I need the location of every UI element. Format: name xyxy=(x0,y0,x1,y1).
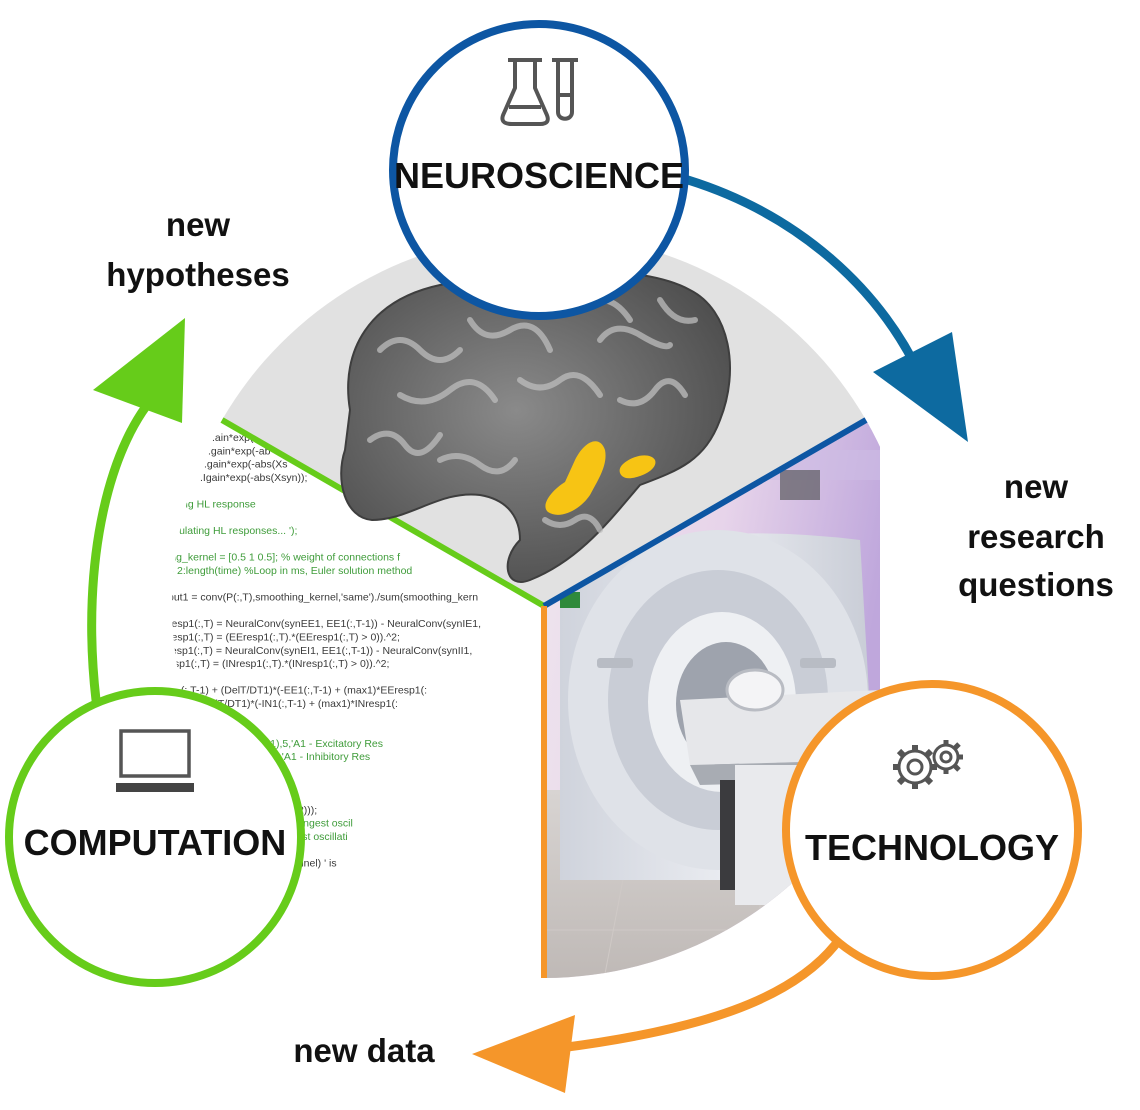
computation-label: COMPUTATION xyxy=(24,822,287,863)
label-new-data: new data xyxy=(293,1032,435,1069)
code-line: resp1(:,T) = (EEresp1(:,T).*(EEresp1(:,T… xyxy=(168,632,400,644)
divider-neuroscience xyxy=(542,417,868,609)
code-line: .gain*exp(-abs(Xs xyxy=(204,459,287,471)
code-line: esp1(:,T) = (INresp1(:,T).*(INresp1(:,T)… xyxy=(168,658,389,670)
new-data-label: new data xyxy=(293,1032,435,1069)
new-research-questions-line-3: questions xyxy=(958,566,1114,603)
node-computation: COMPUTATION xyxy=(5,687,305,987)
label-new-hypotheses: new hypotheses xyxy=(106,206,289,293)
label-new-research-questions: new research questions xyxy=(958,468,1114,603)
laptop-icon xyxy=(116,729,194,792)
code-line: .Igain*exp(-abs(Xsyn)); xyxy=(200,472,307,484)
new-research-questions-line-2: research xyxy=(967,518,1105,555)
code-line: ing_kernel = [0.5 1 0.5]; % weight of co… xyxy=(168,552,400,564)
new-hypotheses-line-1: new xyxy=(166,206,231,243)
arrow-new-data xyxy=(472,940,840,1093)
code-line: .gain*exp(-ab xyxy=(208,445,271,457)
technology-label: TECHNOLOGY xyxy=(805,827,1059,868)
new-research-questions-line-1: new xyxy=(1004,468,1069,505)
arrow-new-hypotheses xyxy=(87,318,185,705)
flask-test-tube-icon xyxy=(500,58,578,126)
code-line: :esp1(:,T) = NeuralConv(synEI1, EE1(:,T-… xyxy=(168,645,472,657)
code-line: .ating HL response xyxy=(168,499,256,511)
code-line: imulating HL responses... '); xyxy=(168,525,297,537)
node-technology: TECHNOLOGY xyxy=(782,680,1082,980)
computation-circle xyxy=(5,687,305,987)
neuroscience-label: NEUROSCIENCE xyxy=(394,155,684,196)
neuroscience-circle xyxy=(389,20,689,320)
arrow-new-research-questions xyxy=(683,175,968,442)
node-neuroscience: NEUROSCIENCE xyxy=(389,20,689,320)
code-line: put1 = conv(P(:,T),smoothing_kernel,'sam… xyxy=(168,592,478,604)
code-line: = 2:length(time) %Loop in ms, Euler solu… xyxy=(168,565,412,577)
technology-circle xyxy=(782,680,1082,980)
code-line: resp1(:,T) = NeuralConv(synEE1, EE1(:,T-… xyxy=(168,618,481,630)
new-hypotheses-line-2: hypotheses xyxy=(106,256,289,293)
code-line: E1(:,T-1) + (DelT/DT1)*(-EE1(:,T-1) + (m… xyxy=(168,685,427,697)
gears-icon xyxy=(893,740,963,789)
